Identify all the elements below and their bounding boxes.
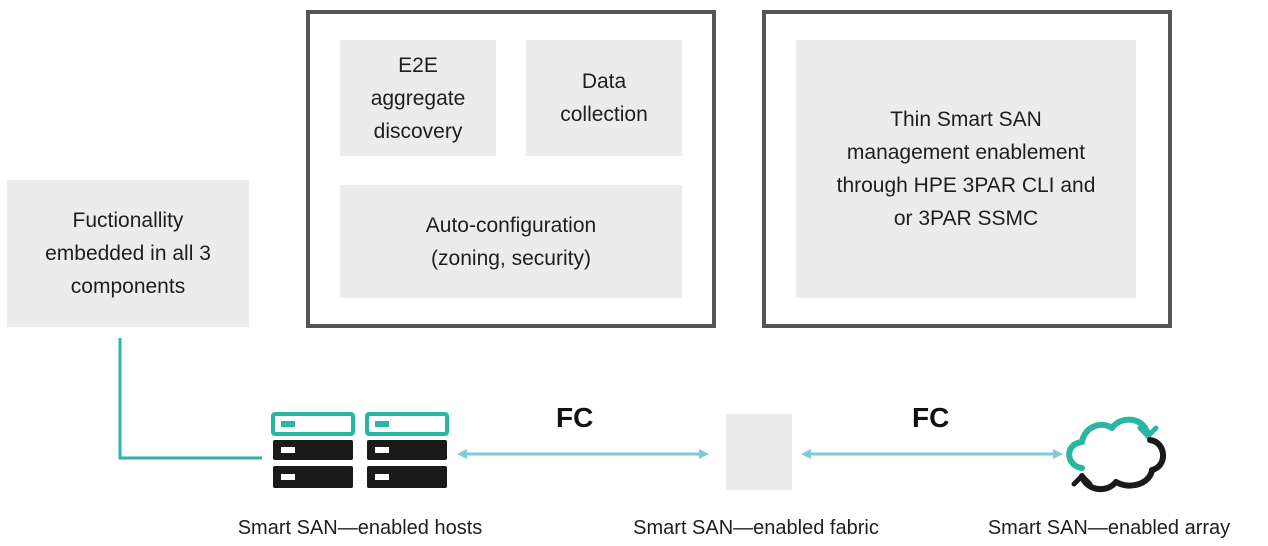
embedded-functionality-note: Fuctionallity embedded in all 3 componen… — [7, 180, 249, 327]
auto-configuration-detail: (zoning, security) — [431, 246, 591, 270]
hosts-caption: Smart SAN—enabled hosts — [237, 517, 483, 539]
switch-placeholder-icon — [726, 414, 792, 490]
fabric-caption: Smart SAN—enabled fabric — [633, 517, 879, 539]
e2e-discovery-panel: E2E aggregate discovery — [340, 40, 496, 156]
fc-label-right: FC — [912, 402, 950, 433]
cloud-sync-icon — [1066, 416, 1166, 493]
embedded-functionality-text: Fuctionallity embedded in all 3 componen… — [45, 209, 211, 298]
fc-label-left: FC — [556, 402, 594, 433]
server-rack-icon — [271, 412, 449, 488]
array-caption: Smart SAN—enabled array — [987, 517, 1231, 539]
management-text: Thin Smart SAN management enablement thr… — [836, 108, 1096, 230]
auto-configuration-panel: Auto-configuration (zoning, security) — [340, 185, 682, 298]
callout-line — [118, 338, 262, 460]
auto-configuration-title: Auto-configuration — [425, 213, 597, 237]
management-panel: Thin Smart SAN management enablement thr… — [796, 40, 1136, 298]
data-collection-text: Data collection — [560, 70, 648, 126]
e2e-discovery-text: E2E aggregate discovery — [370, 53, 466, 143]
data-collection-panel: Data collection — [526, 40, 682, 156]
